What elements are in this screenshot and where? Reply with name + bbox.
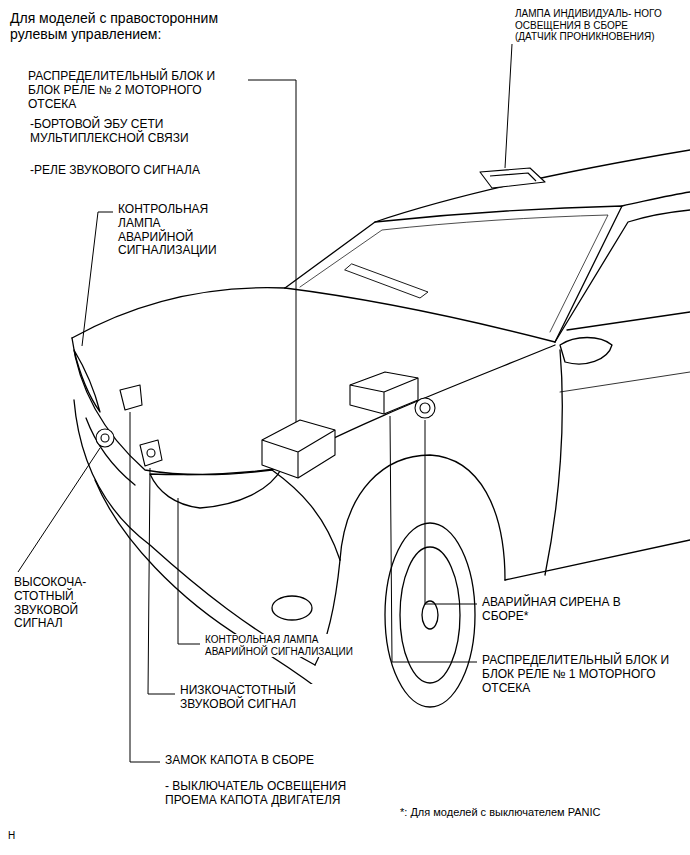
sub-part-label: - ВЫКЛЮЧАТЕЛЬ ОСВЕЩЕНИЯ ПРОЕМА КАПОТА ДВ… (165, 780, 365, 808)
car-body (400, 547, 460, 683)
part-label: ЛАМПА ИНДИВИДУАЛЬ- НОГО ОСВЕЩЕНИЯ В СБОР… (515, 8, 665, 43)
leader-lines (130, 412, 160, 762)
car-body (545, 350, 562, 575)
car-body (72, 150, 690, 707)
car-body (385, 523, 475, 707)
sub-part-label: -БОРТОВОЙ ЭБУ СЕТИ МУЛЬТИПЛЕКСНОЙ СВЯЗИ (30, 118, 220, 146)
sub-part-label: -РЕЛЕ ЗВУКОВОГО СИГНАЛА (30, 164, 240, 178)
car-body (567, 312, 690, 330)
component-parts (415, 398, 435, 418)
leader-lines (505, 44, 512, 168)
part-label: КОНТРОЛЬНАЯ ЛАМПА АВАРИЙНОЙ СИГНАЛИЗАЦИИ (205, 634, 355, 657)
car-body (375, 150, 690, 222)
component-parts (101, 434, 109, 442)
car-body (74, 350, 100, 412)
car-body (422, 601, 438, 629)
leader-lines (82, 212, 113, 346)
component-parts (420, 403, 430, 413)
car-body (300, 215, 608, 332)
component-parts (490, 173, 536, 181)
heading: Для моделей с правосторонним рулевым упр… (10, 10, 270, 42)
car-body (560, 338, 612, 365)
leader-lines (18, 448, 100, 572)
component-parts (480, 168, 545, 188)
car-body (622, 192, 690, 206)
component-parts (120, 385, 142, 410)
leader-lines (178, 498, 200, 644)
car-body (72, 288, 285, 338)
footnote: *: Для моделей с выключателем PANIC (400, 806, 601, 819)
leader-lines (390, 416, 477, 662)
part-label: АВАРИЙНАЯ СИРЕНА В СБОРЕ* (482, 596, 632, 624)
car-body (285, 288, 555, 342)
car-body (285, 206, 622, 342)
part-label: ВЫСОКОЧА- СТОТНЫЙ ЗВУКОВОЙ СИГНАЛ (14, 576, 102, 631)
component-parts (147, 449, 155, 457)
component-parts (262, 420, 335, 478)
watermark: H (8, 830, 15, 842)
part-label: ЗАМОК КАПОТА В СБОРЕ (165, 754, 405, 768)
part-label: КОНТРОЛЬНАЯ ЛАМПА АВАРИЙНОЙ СИГНАЛИЗАЦИИ (118, 203, 236, 258)
component-parts (96, 429, 114, 447)
leader-lines (425, 420, 477, 604)
part-label: РАСПРЕДЕЛИТЕЛЬНЫЙ БЛОК И БЛОК РЕЛЕ № 1 М… (482, 654, 672, 695)
leader-lines (18, 44, 512, 762)
leader-lines (148, 468, 175, 694)
car-body (95, 480, 320, 690)
component-parts (350, 372, 418, 414)
leader-lines (248, 80, 296, 422)
car-body (345, 264, 428, 298)
car-body (72, 338, 272, 475)
component-parts (96, 168, 545, 478)
car-body (272, 470, 340, 560)
part-label: НИЗКОЧАСТОТНЫЙ ЗВУКОВОЙ СИГНАЛ (180, 684, 340, 712)
component-parts (140, 440, 162, 466)
part-label: РАСПРЕДЕЛИТЕЛЬНЫЙ БЛОК И БЛОК РЕЛЕ № 2 М… (28, 70, 238, 111)
car-body (555, 210, 690, 342)
car-body (150, 468, 282, 508)
car-body (272, 596, 312, 620)
component-parts (262, 430, 335, 478)
car-body (505, 540, 690, 580)
car-body (340, 455, 505, 580)
component-parts (350, 378, 418, 414)
car-body (560, 372, 690, 392)
